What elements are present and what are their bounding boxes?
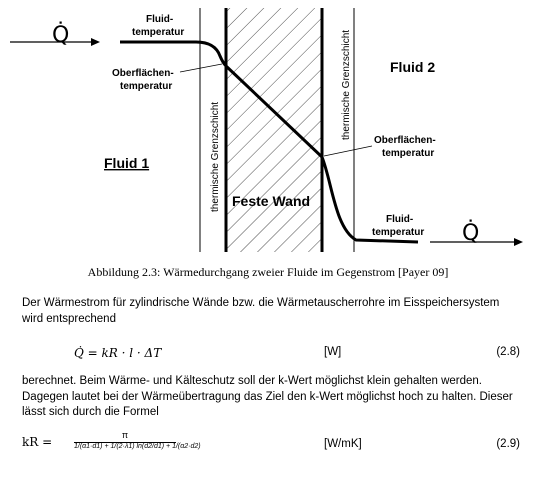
fluid1-label: Fluid 1 (104, 155, 149, 171)
solid-wall (226, 8, 322, 252)
equation-2-8-number: (2.8) (496, 346, 520, 358)
equation-2-8: Q̇ = kR · l · ΔT [W] (2.8) (22, 340, 520, 370)
temperature-profile (120, 40, 419, 244)
figure-caption: Abbildung 2.3: Wärmedurchgang zweier Flu… (87, 265, 449, 279)
q-arrow-left-head (91, 38, 100, 46)
fluid-temp-bottom-line1: Fluid- (386, 214, 413, 225)
equation-2-9-fraction-bar (74, 442, 176, 443)
equation-2-9-number: (2.9) (496, 438, 520, 450)
heat-transfer-figure: Q̇ Q̇ Fluid- temperatur Oberflächen- tem… (10, 8, 523, 252)
equation-2-9-denominator: 1/(α1·d1) + 1/(2·λ1) ln(d2/d1) + 1/(α2·d… (74, 443, 201, 450)
surface-temp-right-line1: Oberflächen- (374, 135, 436, 146)
q-dot-right: Q̇ (462, 220, 479, 246)
equation-2-9-lhs: kR = (22, 435, 53, 449)
q-arrow-right-head (514, 238, 523, 246)
surface-temp-right-pointer (323, 145, 373, 157)
boundary-left-label: thermische Grenzschicht (210, 102, 221, 212)
surface-temp-left-pointer (179, 63, 223, 73)
paragraph-2: berechnet. Beim Wärme- und Kälteschutz s… (22, 375, 513, 418)
paragraph-1: Der Wärmestrom für zylindrische Wände bz… (22, 297, 500, 325)
boundary-right-label: thermische Grenzschicht (341, 30, 352, 140)
fluid2-label: Fluid 2 (390, 59, 435, 75)
surface-temp-right-line2: temperatur (382, 148, 434, 159)
equation-2-8-unit: [W] (324, 346, 342, 358)
surface-temp-left-line2: temperatur (120, 81, 172, 92)
equation-2-8-formula: Q̇ = kR · l · ΔT (74, 346, 162, 360)
equation-2-9: kR = π 1/(α1·d1) + 1/(2·λ1) ln(d2/d1) + … (22, 430, 520, 460)
equation-2-9-unit: [W/mK] (324, 438, 362, 450)
surface-temp-left-line1: Oberflächen- (112, 68, 174, 79)
wall-label: Feste Wand (232, 193, 310, 209)
fluid-temp-top-line1: Fluid- (146, 14, 173, 25)
fluid-temp-top-line2: temperatur (132, 27, 184, 38)
q-dot-left: Q̇ (52, 22, 69, 48)
fluid-temp-bottom-line2: temperatur (372, 227, 424, 238)
equation-2-9-numerator: π (121, 430, 129, 440)
